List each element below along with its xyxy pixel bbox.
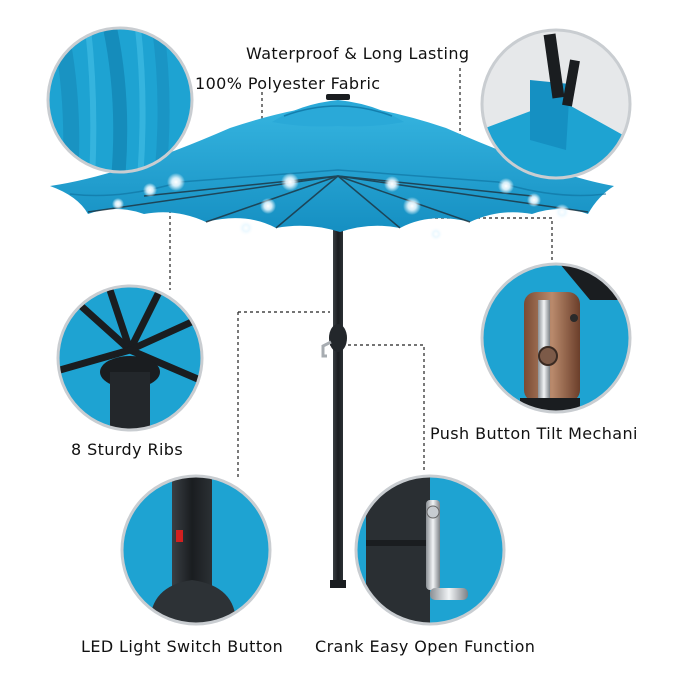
detail-crank <box>356 476 504 624</box>
crank-handle-small <box>321 340 332 358</box>
led-switch-button <box>176 530 183 542</box>
label-led-switch: LED Light Switch Button <box>81 637 284 656</box>
umbrella-pole <box>333 176 343 586</box>
pole-collar <box>329 324 347 352</box>
detail-tilt <box>482 264 630 412</box>
label-crank: Crank Easy Open Function <box>315 637 536 656</box>
detail-led-switch <box>122 476 270 624</box>
pole-base <box>330 580 346 588</box>
umbrella-canopy <box>50 94 614 241</box>
label-waterproof: Waterproof & Long Lasting <box>246 44 470 63</box>
label-ribs: 8 Sturdy Ribs <box>71 440 184 459</box>
label-tilt: Push Button Tilt Mechani <box>430 424 638 443</box>
led-lights <box>112 173 570 241</box>
leader-crank <box>330 344 425 470</box>
solar-panel <box>326 94 350 100</box>
label-polyester: 100% Polyester Fabric <box>195 74 381 93</box>
detail-waterproof <box>482 30 630 178</box>
canopy-vent <box>272 100 404 127</box>
detail-ribs <box>58 286 202 430</box>
